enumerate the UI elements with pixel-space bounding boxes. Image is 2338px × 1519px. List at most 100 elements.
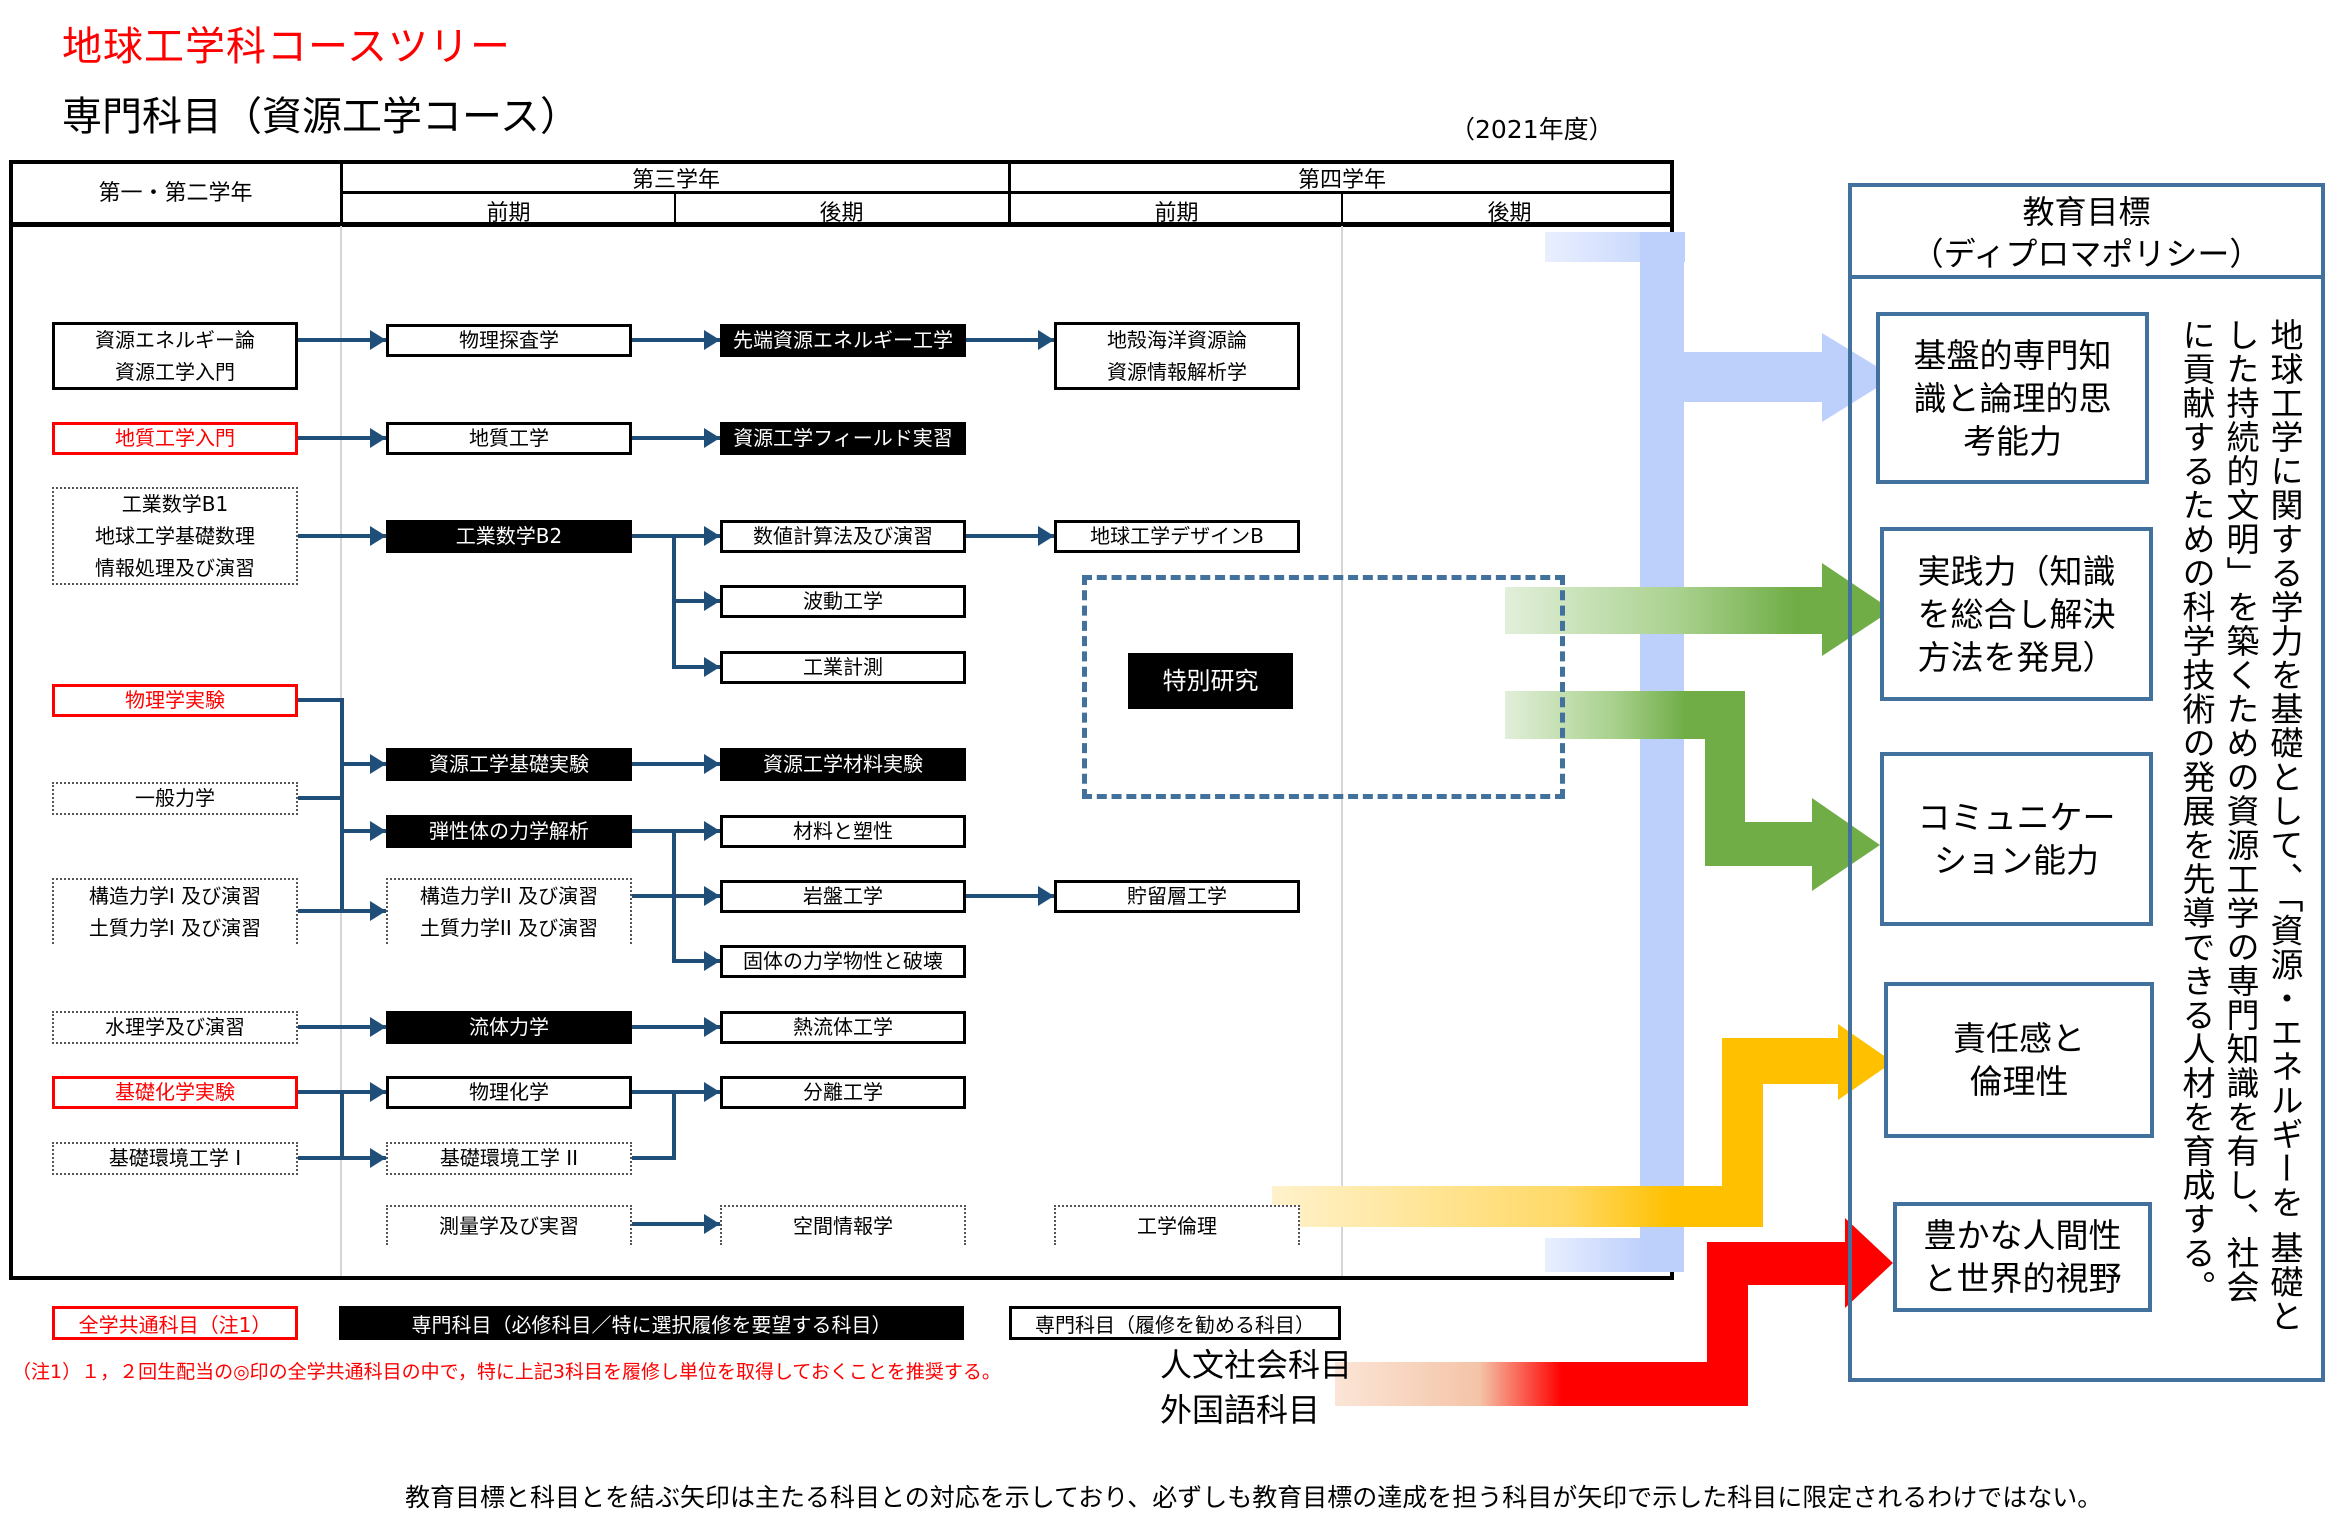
course-box-separation[interactable]: 分離工学 (720, 1076, 966, 1109)
course-box-structural-1[interactable]: 構造力学I 及び演習 土質力学I 及び演習 (52, 878, 298, 944)
course-box-solid-mechanics[interactable]: 固体の力学物性と破壊 (720, 945, 966, 978)
course-label: 空間情報学 (793, 1213, 893, 1238)
page-subtitle: 専門科目（資源工学コース） (62, 94, 580, 140)
course-box-plasticity[interactable]: 材料と塑性 (720, 815, 966, 848)
course-box-special-research[interactable]: 特別研究 (1128, 653, 1293, 709)
goal-line: 責任感と (1953, 1019, 2085, 1058)
header-y4-first: 前期 (1154, 201, 1199, 226)
goal-box-communication: コミュニケー ション能力 (1880, 752, 2153, 926)
header-year12: 第一・第二学年 (98, 181, 253, 206)
course-box-chem-exp[interactable]: 基礎化学実験 (52, 1076, 298, 1109)
course-label: 数値計算法及び演習 (753, 524, 933, 548)
red-band-feed (1335, 1362, 1748, 1406)
course-box-ethics[interactable]: 工学倫理 (1054, 1205, 1300, 1245)
connector-arrowhead (370, 901, 386, 921)
goal-line: 倫理性 (1969, 1062, 2069, 1101)
connector-arrowhead (704, 657, 720, 677)
course-label: 固体の力学物性と破壊 (743, 949, 943, 973)
course-box-physics-exp[interactable]: 物理学実験 (52, 684, 298, 717)
course-box-geo-intro[interactable]: 地質工学入門 (52, 422, 298, 455)
course-box-material-exp[interactable]: 資源工学材料実験 (720, 748, 966, 781)
liberal-arts-languages: 外国語科目 (1160, 1391, 1321, 1429)
course-label: 先端資源エネルギー工学 (733, 328, 953, 352)
course-box-fluid-mechanics[interactable]: 流体力学 (386, 1011, 632, 1044)
connector-arrowhead (704, 428, 720, 448)
course-box-spatial-info[interactable]: 空間情報学 (720, 1205, 966, 1245)
header-y3-second: 後期 (819, 201, 864, 226)
course-box-math-b2[interactable]: 工業数学B2 (386, 520, 632, 553)
course-box-thermal-fluid[interactable]: 熱流体工学 (720, 1011, 966, 1044)
special-research-group (1082, 575, 1565, 799)
course-box-numerical[interactable]: 数値計算法及び演習 (720, 520, 966, 553)
legend-label: 専門科目（履修を勧める科目） (1035, 1312, 1315, 1337)
goal-line: コミュニケー (1917, 798, 2116, 837)
course-label: 物理化学 (469, 1080, 549, 1104)
course-label: 特別研究 (1162, 666, 1259, 695)
course-box-crust-ocean[interactable]: 地殻海洋資源論 資源情報解析学 (1054, 322, 1300, 390)
course-box-mechanics[interactable]: 一般力学 (52, 782, 298, 815)
course-box-math-b1-group[interactable]: 工業数学B1 地球工学基礎数理 情報処理及び演習 (52, 487, 298, 585)
course-box-advanced-energy[interactable]: 先端資源エネルギー工学 (720, 324, 966, 357)
header-divider (674, 192, 676, 226)
connector-arrowhead (704, 330, 720, 350)
course-label: 物理学実験 (125, 688, 225, 712)
legend-label: 専門科目（必修科目／特に選択履修を要望する科目） (411, 1312, 892, 1337)
connector-arrowhead (1038, 886, 1054, 906)
course-label: 土質力学II 及び演習 (419, 916, 599, 940)
goal-box-humanity-global: 豊かな人間性 と世界的視野 (1893, 1202, 2152, 1312)
course-box-structural-2[interactable]: 構造力学II 及び演習 土質力学II 及び演習 (386, 878, 632, 944)
connector-arrowhead (1038, 330, 1054, 350)
connector-arrowhead (704, 1082, 720, 1102)
goal-line: 方法を発見） (1917, 637, 2116, 677)
footnote-common-subjects: （注1）１，２回生配当の◎印の全学共通科目の中で，特に上記3科目を履修し単位を取… (12, 1361, 1001, 1383)
connector (298, 698, 344, 911)
course-box-physical-chem[interactable]: 物理化学 (386, 1076, 632, 1109)
connector-arrowhead (370, 526, 386, 546)
yellow-band-feed (1272, 1186, 1762, 1227)
course-box-env-2[interactable]: 基礎環境工学 II (386, 1142, 632, 1175)
course-box-elastic-analysis[interactable]: 弾性体の力学解析 (386, 815, 632, 848)
course-label: 貯留層工学 (1127, 884, 1227, 908)
course-box-design-b[interactable]: 地球工学デザインB (1054, 520, 1300, 553)
column-gridline (1341, 226, 1343, 1276)
course-box-resource-basic-exp[interactable]: 資源工学基礎実験 (386, 748, 632, 781)
course-label: 地球工学基礎数理 (95, 524, 255, 548)
connector-arrowhead (1038, 526, 1054, 546)
course-box-field-practice[interactable]: 資源工学フィールド実習 (720, 422, 966, 455)
goal-line: と世界的視野 (1923, 1259, 2122, 1298)
connector-arrowhead (370, 821, 386, 841)
red-arrow-to-goal-5 (1707, 1218, 1893, 1406)
course-box-geophysics[interactable]: 物理探査学 (386, 324, 632, 357)
course-box-reservoir[interactable]: 貯留層工学 (1054, 880, 1300, 913)
policy-text-column-1: 地球工学に関する学力を基礎として、「資源・エネルギーを 基礎と (2265, 318, 2304, 1333)
connector (672, 601, 720, 669)
course-box-geo-engineering[interactable]: 地質工学 (386, 422, 632, 455)
course-label: 測量学及び実習 (439, 1213, 579, 1238)
course-box-measurement[interactable]: 工業計測 (720, 651, 966, 684)
course-label: 資源工学入門 (115, 360, 235, 384)
course-label: 地質工学入門 (115, 426, 235, 450)
connector-arrowhead (704, 1214, 720, 1234)
panel-title: 教育目標 (2022, 193, 2151, 231)
course-box-surveying[interactable]: 測量学及び実習 (386, 1205, 632, 1245)
diploma-policy-panel: 教育目標 （ディプロマポリシー） (1848, 183, 2325, 1382)
course-box-energy[interactable]: 資源エネルギー論 資源工学入門 (52, 322, 298, 390)
goal-box-responsibility-ethics: 責任感と 倫理性 (1884, 982, 2154, 1138)
course-label: 工業計測 (803, 655, 883, 679)
header-bottom-rule (9, 222, 1674, 227)
connector-arrowhead (704, 591, 720, 611)
course-box-env-1[interactable]: 基礎環境工学 I (52, 1142, 298, 1175)
green-arrow-to-goal-2 (1505, 563, 1892, 656)
blue-band-bottom-feed (1545, 1238, 1645, 1272)
legend-recommended-subjects: 専門科目（履修を勧める科目） (1009, 1306, 1341, 1340)
liberal-arts-humanities: 人文社会科目 (1160, 1346, 1353, 1384)
course-box-wave[interactable]: 波動工学 (720, 585, 966, 618)
course-label: 材料と塑性 (793, 819, 893, 843)
course-label: 地殻海洋資源論 (1107, 328, 1247, 352)
course-label: 波動工学 (803, 589, 883, 613)
course-box-hydraulics[interactable]: 水理学及び演習 (52, 1011, 298, 1044)
connector-arrowhead (370, 428, 386, 448)
course-label: 工業数学B1 (121, 492, 229, 516)
academic-year: （2021年度） (1450, 115, 1614, 144)
course-box-rock-engineering[interactable]: 岩盤工学 (720, 880, 966, 913)
